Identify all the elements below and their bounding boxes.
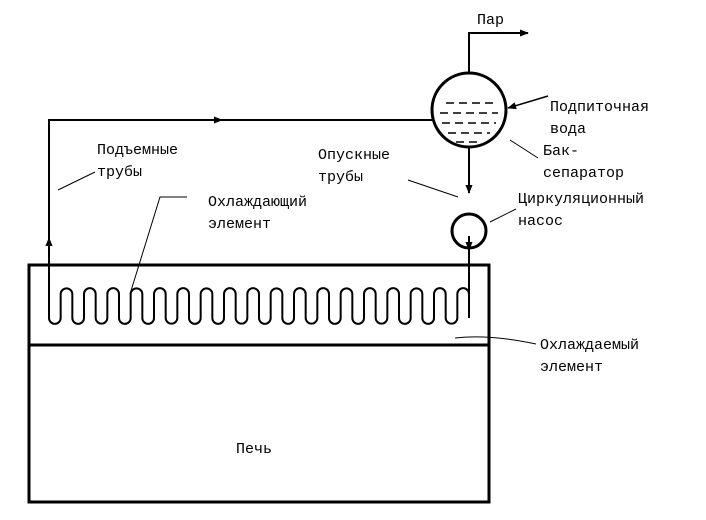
makeup-water-arrow bbox=[507, 95, 549, 110]
separator-tank-label-1: Бак- bbox=[543, 143, 579, 160]
cooled-element-label-2: элемент bbox=[540, 359, 603, 376]
water-level-dashes bbox=[440, 102, 498, 143]
steam-pipe bbox=[468, 29, 529, 73]
furnace-box bbox=[27, 263, 491, 504]
separator-tank-label-2: сепаратор bbox=[543, 165, 624, 182]
leader-lines bbox=[57, 139, 539, 345]
steam-label: Пар bbox=[477, 12, 504, 29]
riser-pipes-label-1: Подъемные bbox=[97, 142, 178, 159]
makeup-water-label-2: вода bbox=[550, 121, 586, 138]
cooling-element-label-2: элемент bbox=[208, 216, 271, 233]
furnace-label: Печь bbox=[236, 441, 272, 458]
cooling-coil bbox=[48, 287, 470, 325]
cooled-element-label-1: Охлаждаемый bbox=[540, 337, 639, 354]
circulation-pump-label-1: Циркуляционный bbox=[518, 191, 644, 208]
makeup-water-label-1: Подпиточная bbox=[550, 99, 649, 116]
circulation-pump-label-2: насос bbox=[518, 213, 563, 230]
cooling-element-label-1: Охлаждающий bbox=[208, 194, 307, 211]
downcomer-pipes-label-2: трубы bbox=[318, 169, 363, 186]
downcomer-pipes-label-1: Опускные bbox=[318, 147, 390, 164]
separator-tank bbox=[430, 71, 508, 149]
riser-pipe bbox=[48, 119, 433, 294]
riser-pipes-label-2: трубы bbox=[97, 164, 142, 181]
